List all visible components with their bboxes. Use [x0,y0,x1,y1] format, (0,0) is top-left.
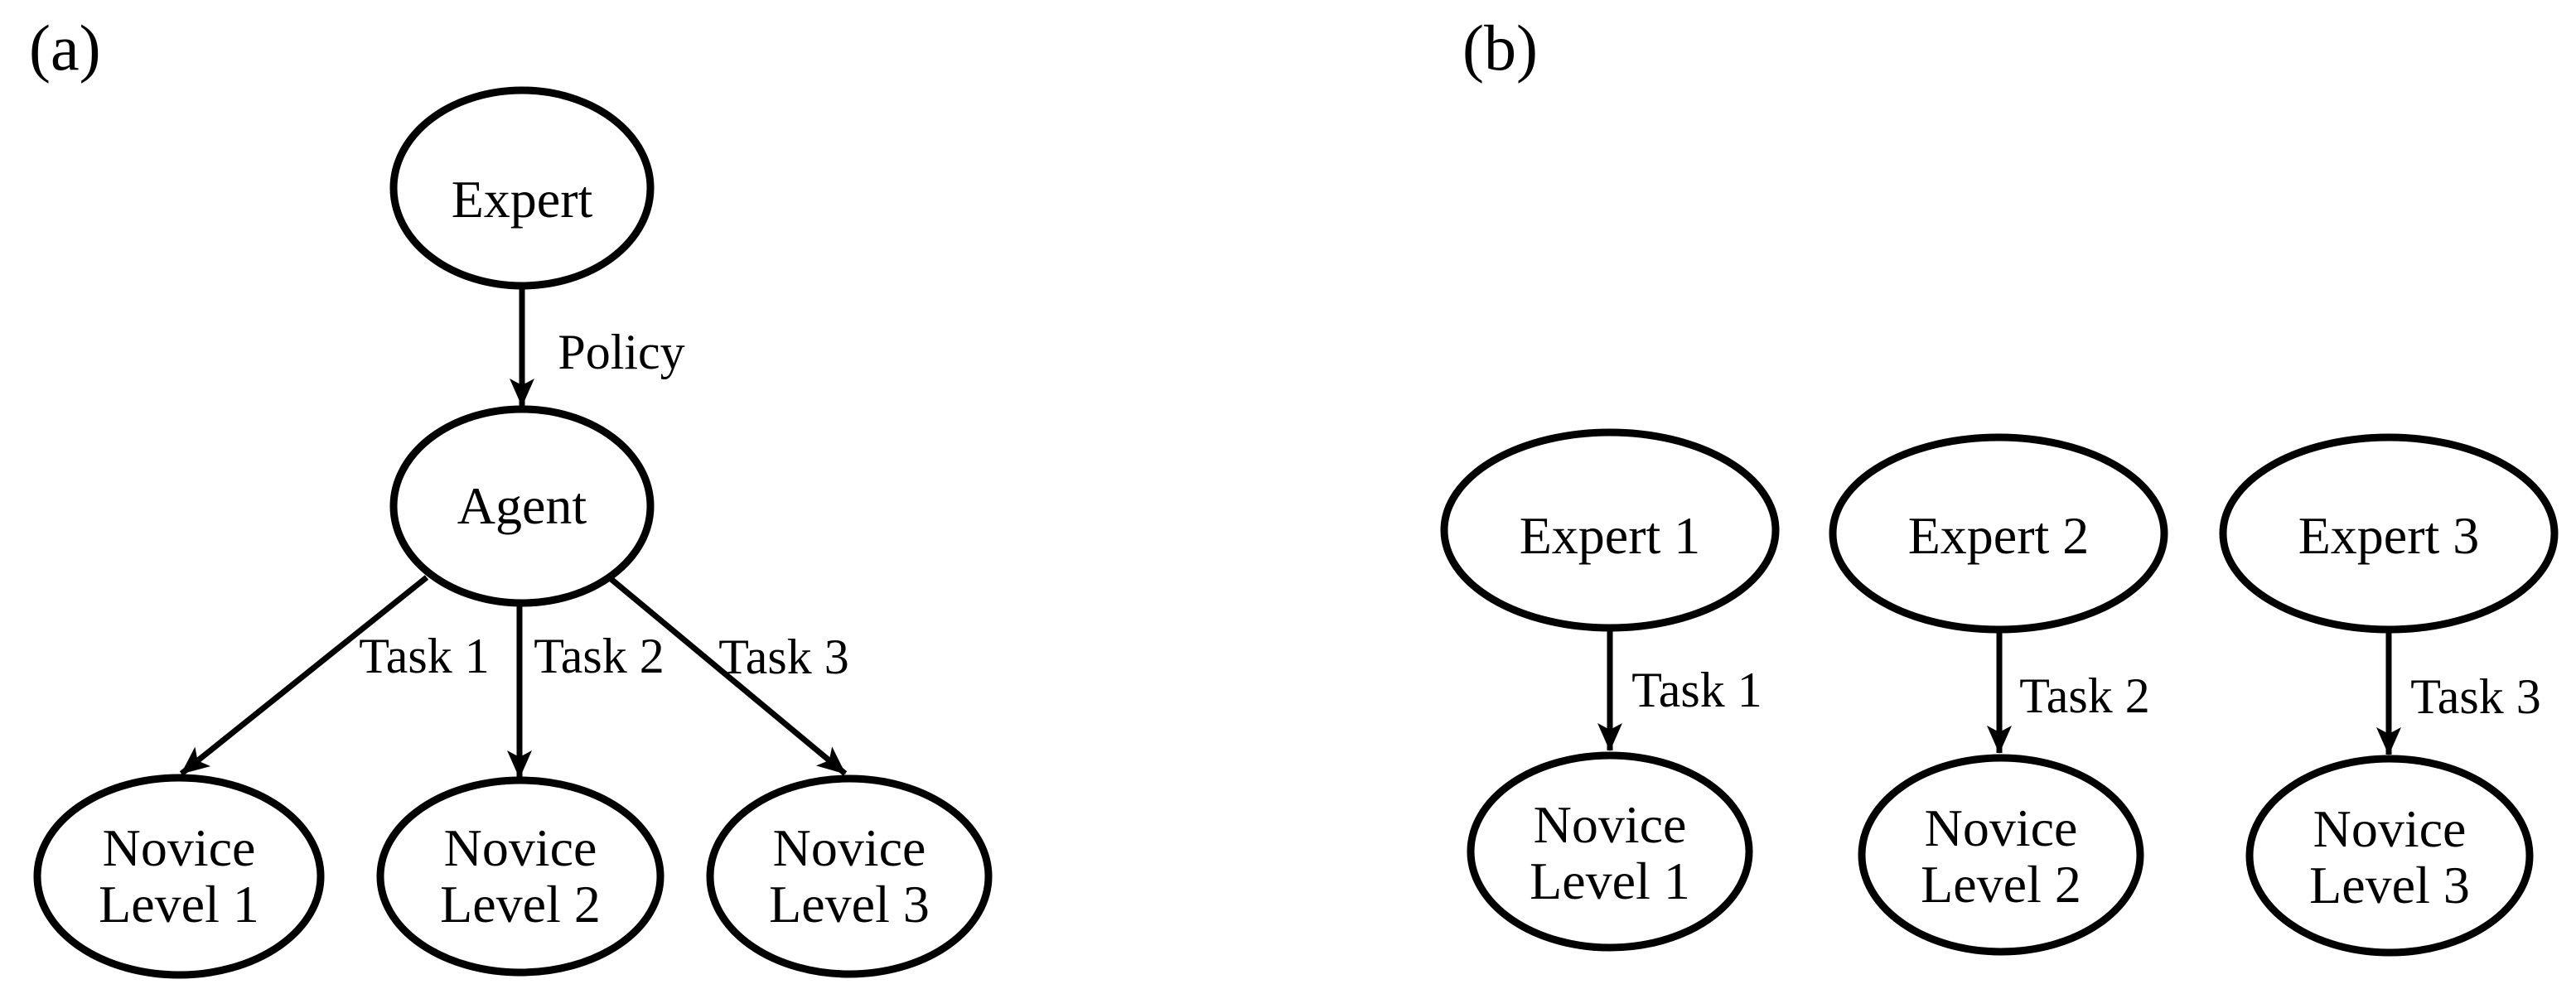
panel-b-label: (b) [1462,12,1538,84]
novice-level-3-label-line2: Level 3 [769,875,930,934]
novice-level-2-node-b [1858,754,2144,956]
panel-a-label: (a) [29,12,101,84]
novice-level-2-b-label-line1: Novice [1925,798,2078,857]
novice-level-2-label-line1: Novice [444,818,597,877]
novice-level-3-label-line1: Novice [773,818,926,877]
task1-arrow-label: Task 1 [359,629,489,683]
novice-level-2-node [376,776,665,977]
task3-arrow-label: Task 3 [718,630,848,684]
task3-arrow-b-label: Task 3 [2410,669,2540,724]
novice-level-1-label-line2: Level 1 [99,875,259,934]
expert-1-node-label: Expert 1 [1520,506,1701,565]
novice-level-1-node [33,774,325,979]
expert-node-label: Expert [452,170,593,229]
novice-level-1-label-line1: Novice [103,818,256,877]
novice-level-2-label-line2: Level 2 [440,875,601,934]
panel-b-column-3: Expert 3 Task 3 Novice Level 3 [2219,433,2559,957]
novice-level-1-node-b [1467,751,1753,952]
novice-level-3-node [706,774,993,978]
panel-a: (a) Expert Policy Agent Task 1 Task 2 Ta… [29,12,993,979]
expert-node [389,86,655,290]
panel-b-column-2: Expert 2 Task 2 Novice Level 2 [1829,433,2168,956]
novice-level-2-b-label-line2: Level 2 [1921,855,2081,914]
expert-3-node-label: Expert 3 [2298,506,2480,565]
task2-arrow-b-label: Task 2 [2019,668,2149,723]
task2-arrow-label: Task 2 [534,629,664,683]
policy-arrow-label: Policy [558,325,684,379]
agent-node-label: Agent [457,476,587,535]
novice-level-1-b-label-line1: Novice [1534,795,1687,854]
panel-b: (b) Expert 1 Task 1 Novice Level 1 Exper… [1440,12,2559,957]
expert-2-node-label: Expert 2 [1908,506,2090,565]
novice-level-3-b-label-line1: Novice [2313,799,2467,858]
panel-b-column-1: Expert 1 Task 1 Novice Level 1 [1440,428,1780,952]
novice-level-3-b-label-line2: Level 3 [2309,856,2470,914]
task1-arrow-b-label: Task 1 [1631,663,1762,717]
novice-level-3-node-b [2245,755,2534,957]
task3-arrow [607,575,848,776]
novice-level-1-b-label-line2: Level 1 [1530,852,1690,910]
task1-arrow [179,575,429,776]
